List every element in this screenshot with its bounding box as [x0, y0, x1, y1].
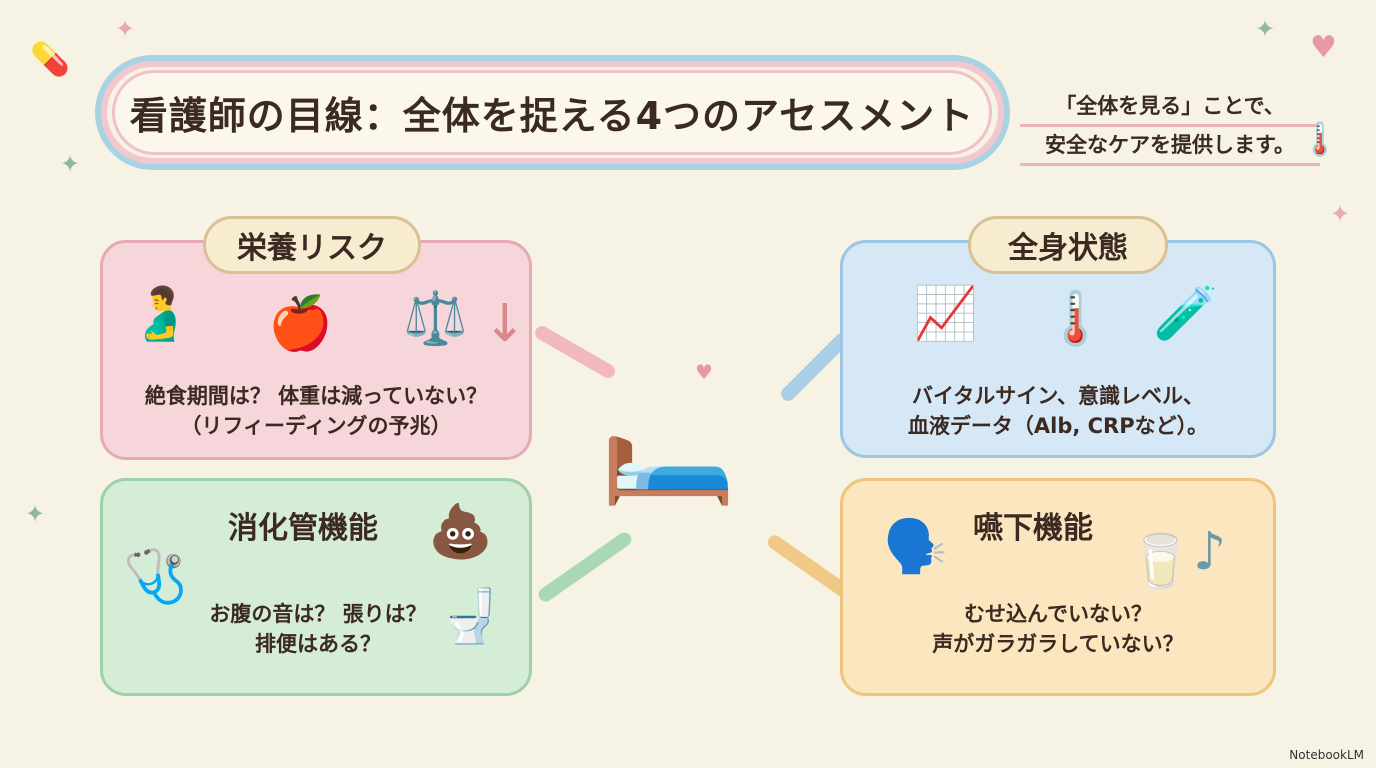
sparkle-icon: ✦ — [115, 15, 136, 43]
thermometer-icon: 🌡️ — [1043, 289, 1108, 349]
arrow-down-icon: ↓ — [483, 294, 527, 354]
text-line: （リフィーディングの予兆） — [180, 414, 452, 438]
water-glass-icon: 🥛 — [1128, 532, 1193, 592]
gi-function-card: 消化管機能 💩 🩺 🚽 お腹の音は？ 張りは？ 排便はある？ — [100, 478, 532, 696]
sparkle-icon: ✦ — [25, 500, 46, 528]
gi-function-label: 消化管機能 — [228, 511, 378, 546]
sparkle-icon: ✦ — [1330, 200, 1351, 228]
stomach-icon: 🫃 — [128, 284, 193, 344]
swallow-function-label: 嚥下機能 — [973, 511, 1093, 546]
apple-tape-icon: 🍎 — [268, 294, 333, 354]
text-line: 血液データ（Alb, CRPなど）。 — [907, 414, 1209, 438]
sparkle-icon: ✦ — [1255, 15, 1276, 43]
general-condition-card: 📈 🌡️ 🧪 バイタルサイン、意識レベル、 血液データ（Alb, CRPなど）。 — [840, 240, 1276, 458]
blood-tube-icon: 🧪 — [1153, 284, 1218, 344]
text-line: お腹の音は？ 張りは？ — [209, 602, 427, 626]
title-frame — [95, 55, 1010, 170]
notebooklm-watermark: NotebookLM — [1289, 748, 1364, 762]
stethoscope-icon: 🩺 — [123, 547, 188, 607]
vital-monitor-icon: 📈 — [913, 284, 978, 344]
poop-icon: 💩 — [428, 502, 493, 562]
text-line: 絶食期間は？ 体重は減っていない？ — [144, 384, 488, 408]
heart-icon: ♥ — [695, 360, 713, 384]
nutrition-text: 絶食期間は？ 体重は減っていない？ （リフィーディングの予兆） — [103, 381, 529, 441]
text-line: 排便はある？ — [255, 632, 381, 656]
connector-nutrition — [532, 323, 618, 381]
text-line: 声がガラガラしていない？ — [932, 632, 1184, 656]
general-text: バイタルサイン、意識レベル、 血液データ（Alb, CRPなど）。 — [843, 381, 1273, 441]
patient-bed-icon: 🛏️ — [600, 381, 737, 509]
heart-icon: ♥ — [1310, 30, 1337, 65]
toilet-icon: 🚽 — [438, 587, 503, 647]
nutrition-risk-label: 栄養リスク — [203, 216, 421, 274]
subtitle-line: 「全体を見る」ことで、 — [1020, 88, 1320, 127]
scale-icon: ⚖️ — [403, 289, 468, 349]
pill-icon: 💊 — [30, 40, 70, 78]
sound-wave-icon: ♪ — [1193, 522, 1227, 582]
connector-gi — [535, 529, 635, 605]
page-title: 看護師の目線：全体を捉える4つのアセスメント — [112, 70, 992, 155]
general-condition-label: 全身状態 — [968, 216, 1168, 274]
swallow-function-card: 嚥下機能 🗣️ 🥛 ♪ むせ込んでいない？ 声がガラガラしていない？ — [840, 478, 1276, 696]
thermometer-icon: 🌡️ — [1300, 120, 1340, 158]
swallow-text: むせ込んでいない？ 声がガラガラしていない？ — [843, 599, 1273, 659]
text-line: バイタルサイン、意識レベル、 — [912, 384, 1204, 408]
throat-icon: 🗣️ — [883, 517, 948, 577]
nutrition-risk-card: 🫃 🍎 ⚖️ ↓ 絶食期間は？ 体重は減っていない？ （リフィーディングの予兆） — [100, 240, 532, 460]
subtitle: 「全体を見る」ことで、 安全なケアを提供します。 — [1020, 88, 1320, 166]
text-line: むせ込んでいない？ — [964, 602, 1152, 626]
gi-text: お腹の音は？ 張りは？ 排便はある？ — [198, 599, 438, 659]
subtitle-line: 安全なケアを提供します。 — [1020, 127, 1320, 166]
sparkle-icon: ✦ — [60, 150, 81, 178]
